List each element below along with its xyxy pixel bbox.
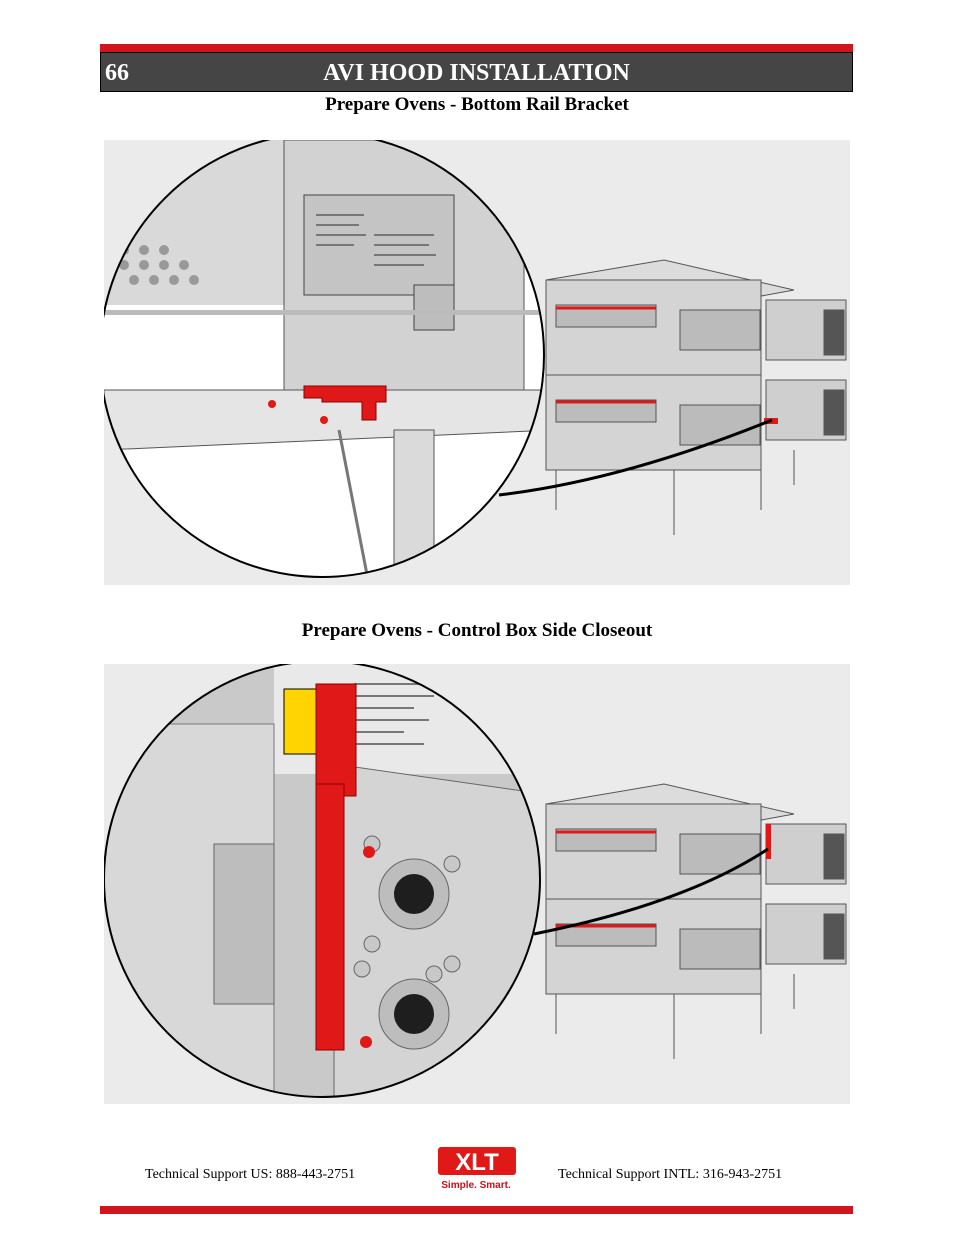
footer-support-intl: Technical Support INTL: 316-943-2751 xyxy=(558,1167,783,1182)
bottom-red-rule xyxy=(100,1206,853,1214)
footer-support-us: Technical Support US: 888-443-2751 xyxy=(145,1167,356,1182)
svg-text:XLT: XLT xyxy=(455,1149,499,1176)
bottom-rail-bracket-illustration xyxy=(104,140,850,585)
top-red-rule xyxy=(100,44,853,52)
xlt-logo: XLT Simple. Smart. xyxy=(438,1147,516,1191)
svg-text:Simple. Smart.: Simple. Smart. xyxy=(441,1180,511,1191)
section-heading-bottom-rail: Prepare Ovens - Bottom Rail Bracket xyxy=(325,94,629,115)
page-number: 66 xyxy=(105,60,129,86)
section-heading-control-box: Prepare Ovens - Control Box Side Closeou… xyxy=(301,620,653,641)
control-box-side-closeout-illustration xyxy=(104,664,850,1104)
page-title: AVI HOOD INSTALLATION xyxy=(323,60,630,86)
page-header: 66 AVI HOOD INSTALLATION xyxy=(100,52,853,92)
